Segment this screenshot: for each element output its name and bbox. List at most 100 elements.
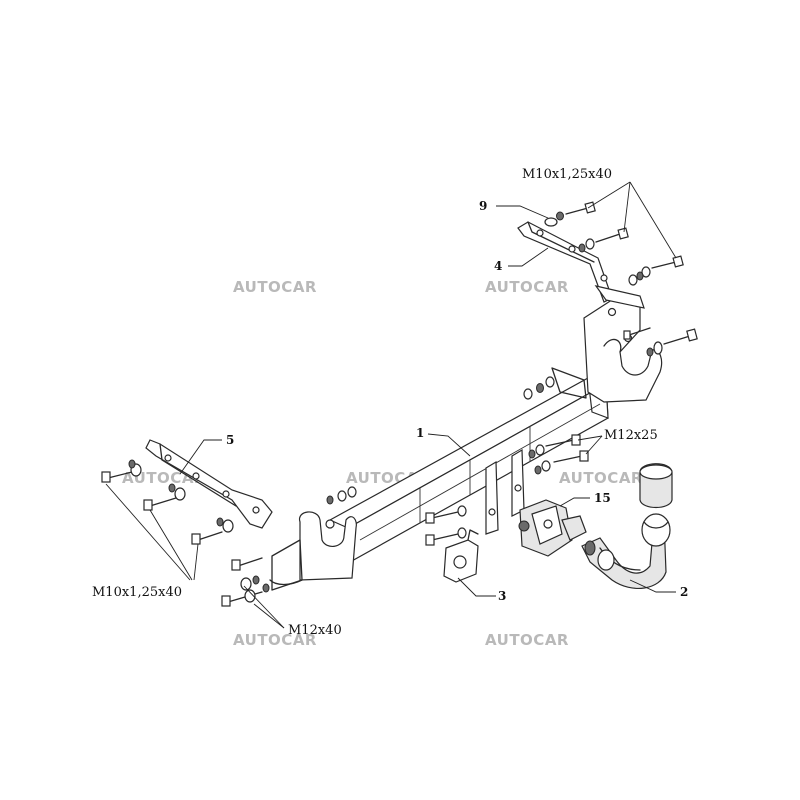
crossbar-top-face [328,377,608,529]
bolt-head [584,201,596,214]
nut [534,465,542,475]
tow-neck-joint [597,549,615,571]
bolt-spec-label-bottom-left: M10x1,25x40 [92,585,182,600]
bracket-5-edge [159,443,237,507]
nut [262,583,270,593]
tow-ball [641,513,671,547]
bolt-head [425,534,435,546]
leader-m10-bottom [193,543,199,581]
leader-m10-bottom [105,483,191,581]
bracket-4 [517,217,645,309]
washer [545,376,555,388]
leader-m12x40 [243,585,285,629]
washer [174,487,186,501]
washer [337,490,347,502]
bolt-spec-label-bottom-center: M12x40 [288,623,342,638]
washer [628,274,638,286]
bracket-4-hole [600,274,608,282]
watermark: AUTOCAR [559,469,643,487]
nut [128,459,136,469]
bolt-head [191,533,201,545]
washer [457,505,467,517]
part-number-1: 1 [416,426,424,440]
bolt-set-bottom [221,557,270,607]
nut [636,271,644,281]
washer [347,486,357,498]
right-plate-hole [607,307,617,317]
bracket-5 [145,439,273,529]
bolt [553,455,583,463]
center-bracket-hole [488,508,496,516]
leader-lines [105,181,677,629]
right-side-plate [551,295,663,403]
leader-15 [559,497,590,507]
nut [528,449,536,459]
bracket-4-hole [568,245,576,253]
bolt-head [579,450,589,462]
leader-m10-bottom [149,509,193,581]
nut [216,517,224,527]
part-number-3: 3 [498,589,506,603]
right-plate-tab [551,367,587,399]
washer [240,577,252,591]
bracket-4-hole [536,229,544,237]
left-side-plate [269,511,357,591]
spacer-9 [544,217,558,227]
tow-neck-socket [584,540,596,556]
leader-m10-top [587,181,631,209]
socket-plate-tab [467,529,479,541]
bolt-spec-label-top-right: M10x1,25x40 [522,167,612,182]
part-number-5: 5 [226,433,234,447]
bolt [107,471,133,479]
nut [556,211,564,221]
labels: M10x1,25x40 9 4 1 M12x25 5 15 3 2 M10x1,… [92,167,688,638]
socket-plate-hole [453,555,467,569]
nut [326,495,334,505]
tow-hook-mechanism [518,499,587,557]
left-plate-outline [299,511,357,581]
bolt [431,511,459,519]
bolt-set-center [326,486,467,546]
center-bracket-plate [511,448,525,517]
bolt [651,261,677,269]
part-number-2: 2 [680,585,688,599]
washer [222,519,234,533]
washer [641,266,651,278]
left-plate-hole [325,519,335,529]
bracket-4-foot [594,285,645,309]
bolt [545,439,575,447]
washer [585,238,595,250]
center-bracket-plate [485,460,499,535]
bolt [237,557,263,567]
watermark: AUTOCAR [233,631,317,649]
tow-ball-line [643,521,669,529]
part-number-15: 15 [594,491,611,505]
washer [523,388,533,400]
watermark: AUTOCAR [485,278,569,296]
watermark: AUTOCAR [233,278,317,296]
leader-m12x25 [577,435,603,441]
part-number-4: 4 [494,259,502,273]
hook-lever [561,515,587,541]
leader-9 [496,205,549,219]
tow-ball-neck-2 [581,463,673,589]
bolt [565,207,589,215]
bracket-5-bar [145,439,273,529]
leader-m12x25 [585,435,603,455]
bracket-5-hole [222,490,230,498]
bolt-head [101,471,111,483]
bolt-head [221,595,231,607]
bolt-spec-label-mid-right: M12x25 [604,428,658,443]
crossbar-beam [328,377,609,563]
nut [536,383,544,393]
leader-3 [457,577,496,597]
washer [541,460,551,472]
bolt-head [672,255,684,268]
leader-1 [427,433,471,457]
center-bracket [485,448,525,535]
washer [457,527,467,539]
nut [578,243,586,253]
leader-m12x40 [253,603,285,629]
